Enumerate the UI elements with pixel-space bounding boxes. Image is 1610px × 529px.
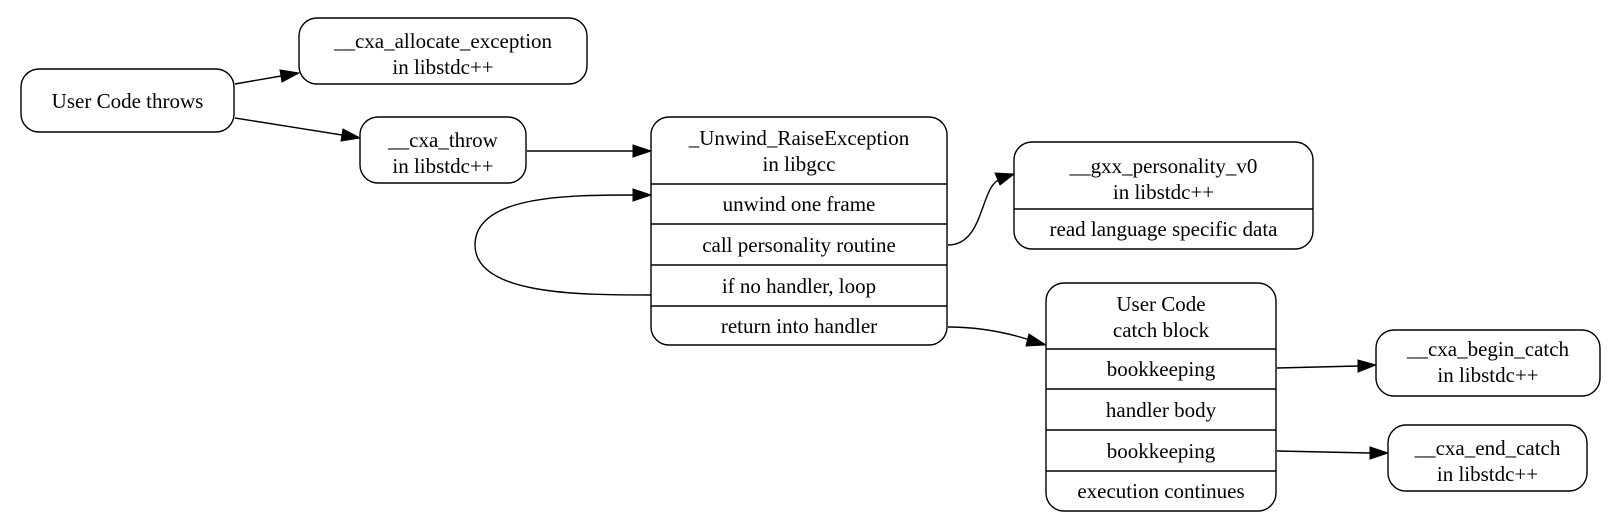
node-unwind-raise-exception: _Unwind_RaiseException in libgcc unwind … (650, 116, 948, 346)
edge-unwind-to-catch (947, 326, 1048, 347)
node-catch-block-row-handler-body: handler body (1106, 398, 1217, 422)
node-catch-block-row-bookkeeping-1: bookkeeping (1107, 357, 1216, 381)
edge-catch-to-begin-catch (1276, 359, 1378, 373)
edge-catch-to-end-catch (1276, 446, 1390, 460)
node-cxa-throw: __cxa_throw in libstdc++ (359, 116, 527, 184)
node-cxa-allocate-exception-lib: in libstdc++ (392, 55, 493, 79)
node-unwind-title: _Unwind_RaiseException (688, 126, 910, 150)
node-gxx-personality-row: read language specific data (1050, 217, 1279, 241)
node-catch-block-row-bookkeeping-2: bookkeeping (1107, 439, 1216, 463)
node-gxx-personality-lib: in libstdc++ (1113, 180, 1214, 204)
node-cxa-throw-title: __cxa_throw (387, 128, 498, 152)
node-catch-block-row-execution-continues: execution continues (1077, 479, 1244, 503)
node-unwind-row-call-personality: call personality routine (702, 233, 896, 257)
node-cxa-begin-catch: __cxa_begin_catch in libstdc++ (1375, 329, 1601, 397)
node-unwind-lib: in libgcc (763, 152, 836, 176)
node-cxa-end-catch-lib: in libstdc++ (1437, 462, 1538, 486)
node-unwind-row-unwind-one-frame: unwind one frame (723, 192, 876, 216)
node-gxx-personality-title: __gxx_personality_v0 (1069, 154, 1258, 178)
node-user-code-throws: User Code throws (20, 68, 235, 133)
node-unwind-row-if-no-handler: if no handler, loop (722, 274, 876, 298)
node-cxa-allocate-exception-title: __cxa_allocate_exception (333, 29, 553, 53)
node-cxa-throw-lib: in libstdc++ (392, 154, 493, 178)
edge-cxa-throw-to-unwind (527, 144, 653, 158)
edge-throws-to-cxa-throw (234, 117, 362, 142)
node-cxa-end-catch: __cxa_end_catch in libstdc++ (1387, 424, 1588, 492)
node-catch-block: User Code catch block bookkeeping handle… (1045, 282, 1277, 512)
edge-throws-to-allocate (234, 69, 301, 85)
edge-unwind-to-personality (947, 172, 1016, 246)
node-cxa-begin-catch-lib: in libstdc++ (1437, 363, 1538, 387)
edge-loop-back (474, 188, 653, 296)
edges (234, 69, 1390, 460)
node-cxa-end-catch-title: __cxa_end_catch (1414, 436, 1561, 460)
node-unwind-row-return-into-handler: return into handler (721, 314, 877, 338)
node-user-code-throws-label: User Code throws (52, 89, 204, 113)
node-catch-block-title: User Code (1116, 292, 1205, 316)
node-catch-block-subtitle: catch block (1113, 318, 1210, 342)
node-cxa-begin-catch-title: __cxa_begin_catch (1406, 337, 1570, 361)
node-gxx-personality: __gxx_personality_v0 in libstdc++ read l… (1013, 141, 1314, 250)
node-cxa-allocate-exception: __cxa_allocate_exception in libstdc++ (298, 17, 588, 85)
